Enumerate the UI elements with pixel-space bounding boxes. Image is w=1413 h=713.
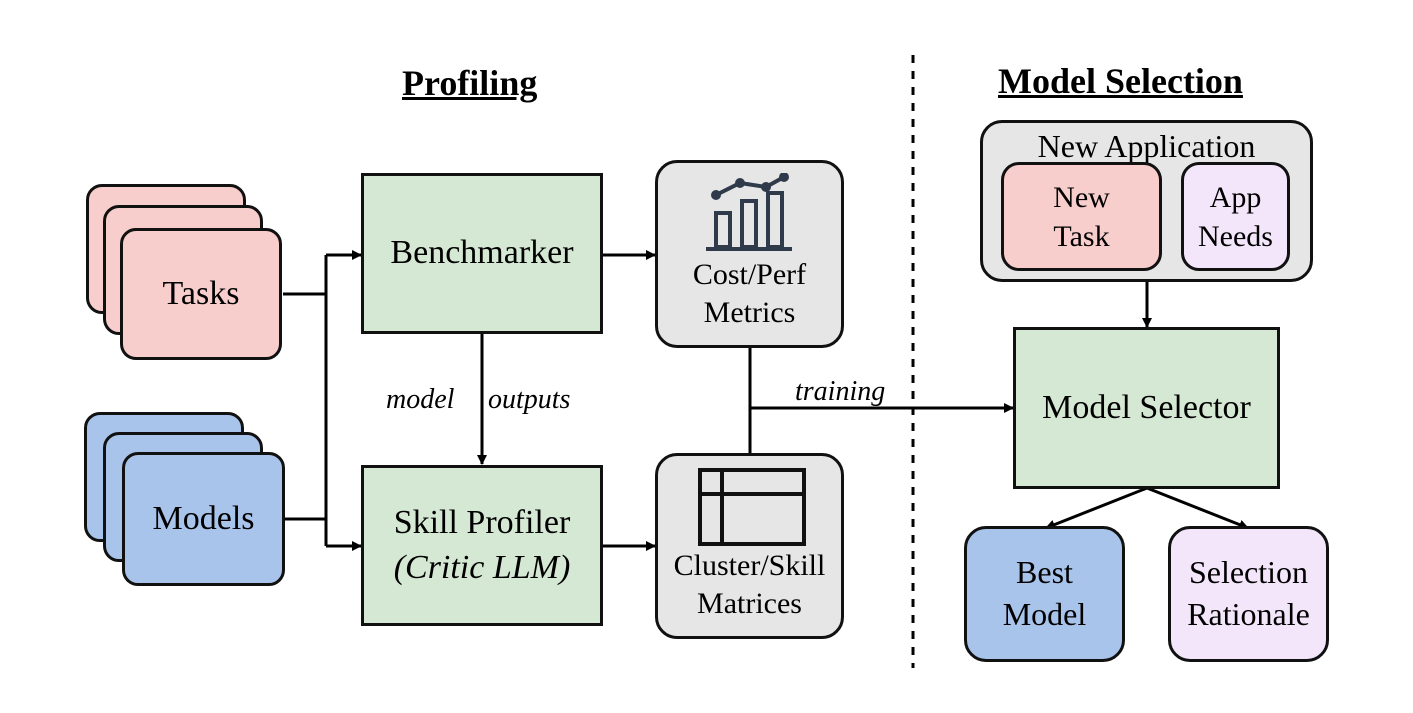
best-model-label-line1: Best (1016, 554, 1073, 591)
new-task-label-line2: Task (1053, 219, 1110, 253)
edge-label-model: model (386, 384, 455, 415)
app-needs-label-line1: App (1209, 180, 1262, 214)
selection-rationale-node: Selection Rationale (1168, 526, 1329, 662)
skill-profiler-node: Skill Profiler (Critic LLM) (361, 465, 603, 626)
app-needs-node: App Needs (1181, 162, 1290, 271)
cluster-skill-matrices-node: Cluster/Skill Matrices (655, 453, 844, 639)
edge-label-outputs: outputs (488, 384, 571, 415)
arrow-to-best-model (1045, 486, 1148, 530)
metrics-label-line2: Metrics (703, 295, 796, 329)
matrices-label-line2: Matrices (697, 586, 802, 620)
model-selector-label: Model Selector (1042, 388, 1251, 426)
model-selector-node: Model Selector (1013, 327, 1280, 489)
new-task-node: New Task (1001, 162, 1162, 271)
models-label: Models (152, 499, 255, 537)
new-task-label-line1: New (1053, 180, 1110, 214)
edge-label-training: training (795, 376, 886, 407)
rationale-label-line2: Rationale (1187, 596, 1310, 632)
app-needs-label-line2: Needs (1198, 219, 1273, 253)
tasks-node: Tasks (120, 228, 282, 360)
new-application-label: New Application (1037, 128, 1256, 164)
profiling-heading: Profiling (402, 63, 538, 103)
arrow-to-rationale (1146, 486, 1249, 530)
tasks-label: Tasks (162, 274, 240, 312)
models-node: Models (122, 452, 285, 586)
critic-llm-label: (Critic LLM) (393, 548, 571, 586)
table-grid-icon (698, 468, 806, 546)
matrices-label-line1: Cluster/Skill (673, 549, 826, 582)
bar-chart-trend-icon (706, 173, 792, 251)
benchmarker-label: Benchmarker (390, 234, 574, 272)
cost-perf-metrics-node: Cost/Perf Metrics (655, 160, 844, 348)
metrics-label-line1: Cost/Perf (692, 258, 807, 291)
model-selection-heading: Model Selection (998, 61, 1243, 101)
skill-profiler-label: Skill Profiler (393, 504, 571, 542)
best-model-node: Best Model (964, 526, 1125, 662)
best-model-label-line2: Model (1002, 596, 1087, 632)
benchmarker-node: Benchmarker (361, 173, 603, 334)
rationale-label-line1: Selection (1188, 554, 1309, 591)
